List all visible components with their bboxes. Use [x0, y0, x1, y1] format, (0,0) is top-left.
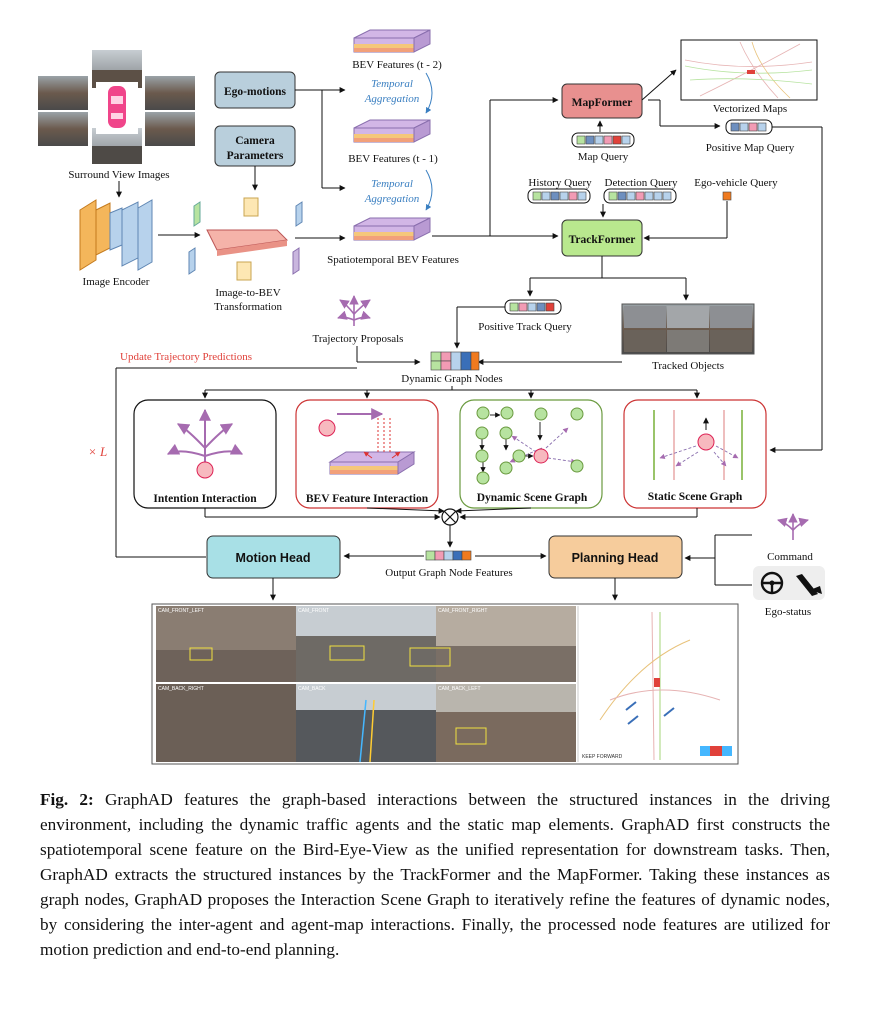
mapformer-box [561, 83, 643, 119]
intention-icon [166, 408, 244, 463]
image-encoder-label: Image Encoder [83, 276, 150, 288]
dynamic-graph-nodes-tokens [430, 351, 480, 371]
car-icon [108, 86, 126, 128]
surround-view-label: Surround View Images [68, 169, 169, 181]
bev-features-t2 [353, 29, 431, 53]
command-label: Command [767, 551, 813, 563]
update-trajectory-label: Update Trajectory Predictions [120, 351, 252, 363]
tracked-objects-label: Tracked Objects [652, 360, 724, 372]
spatiotemporal-label: Spatiotemporal BEV Features [327, 254, 459, 266]
mapformer-label: MapFormer [572, 97, 633, 109]
cam-label-back-right: CAM_BACK_RIGHT [158, 686, 204, 692]
steering-wheel-icon [760, 571, 784, 595]
bev-t2-label: BEV Features (t - 2) [352, 59, 442, 71]
bev-t1-label: BEV Features (t - 1) [348, 153, 438, 165]
spatiotemporal-bev-features [353, 217, 431, 241]
history-query-tokens [527, 188, 591, 204]
surround-view-images [38, 50, 195, 164]
positive-map-query-tokens [725, 119, 773, 135]
cam-label-front-right: CAM_FRONT_RIGHT [438, 608, 487, 614]
graphad-architecture-figure: Surround View Images Image Encoder Ego-m… [38, 29, 825, 765]
vectorized-maps-lines [684, 41, 813, 99]
dynamic-scene-graph-label: Dynamic Scene Graph [477, 492, 588, 504]
intention-interaction-label: Intention Interaction [153, 493, 257, 505]
vectorized-maps-label: Vectorized Maps [713, 103, 787, 115]
positive-track-query-tokens [504, 299, 562, 315]
map-query-tokens [571, 132, 635, 148]
bev-interaction-icon [318, 408, 416, 475]
ego-vehicle-query-label: Ego-vehicle Query [694, 177, 778, 189]
camera-parameters-label-1: Camera [235, 135, 275, 147]
trajectory-proposals-icon [337, 295, 371, 326]
keep-forward-label: KEEP FORWARD [582, 754, 623, 760]
figure-caption: Fig. 2: GraphAD features the graph-based… [40, 787, 830, 962]
image-to-bev-label-2: Transformation [214, 301, 283, 313]
static-scene-graph-box [623, 399, 767, 509]
output-visualization [151, 603, 739, 765]
motion-head-label: Motion Head [236, 551, 311, 565]
output-graph-node-label: Output Graph Node Features [385, 567, 512, 579]
tracked-objects-image [621, 303, 755, 355]
image-encoder-block [79, 199, 153, 271]
cam-label-back: CAM_BACK [298, 686, 326, 692]
command-icon [777, 513, 809, 540]
detection-query-tokens [603, 188, 677, 204]
cam-label-front: CAM_FRONT [298, 608, 329, 614]
ego-motions-label: Ego-motions [224, 86, 287, 98]
aggregation-symbol [441, 508, 459, 526]
ego-vehicle-query-token [722, 191, 732, 201]
caption-label: Fig. 2: [40, 790, 94, 809]
detection-query-label: Detection Query [605, 177, 678, 189]
static-graph-icon [653, 410, 743, 480]
temporal-aggregation-1b: Aggregation [364, 93, 420, 105]
positive-map-query-label: Positive Map Query [706, 142, 795, 154]
history-query-label: History Query [528, 177, 592, 189]
image-to-bev-label-1: Image-to-BEV [215, 287, 280, 299]
times-l-label: × L [88, 444, 107, 459]
bev-features-t1 [353, 119, 431, 143]
positive-track-query-label: Positive Track Query [478, 321, 572, 333]
trackformer-label: TrackFormer [569, 234, 636, 246]
trajectory-proposals-label: Trajectory Proposals [313, 333, 404, 345]
ego-status-label: Ego-status [765, 606, 811, 618]
temporal-aggregation-2b: Aggregation [364, 193, 420, 205]
map-query-label: Map Query [578, 151, 629, 163]
dynamic-graph-nodes-label: Dynamic Graph Nodes [401, 373, 502, 385]
cam-label-front-left: CAM_FRONT_LEFT [158, 608, 204, 614]
temporal-aggregation-2a: Temporal [371, 178, 413, 190]
temporal-aggregation-1a: Temporal [371, 78, 413, 90]
static-scene-graph-label: Static Scene Graph [648, 491, 743, 503]
bev-feature-interaction-label: BEV Feature Interaction [306, 493, 429, 505]
camera-parameters-label-2: Parameters [227, 150, 284, 162]
pedal-icon [796, 574, 822, 596]
output-graph-node-tokens [425, 550, 472, 561]
cam-label-back-left: CAM_BACK_LEFT [438, 686, 481, 692]
dynamic-graph-icon [475, 406, 584, 485]
caption-text: GraphAD features the graph-based interac… [40, 790, 830, 959]
image-to-bev-block [188, 197, 303, 281]
planning-head-label: Planning Head [572, 551, 659, 565]
